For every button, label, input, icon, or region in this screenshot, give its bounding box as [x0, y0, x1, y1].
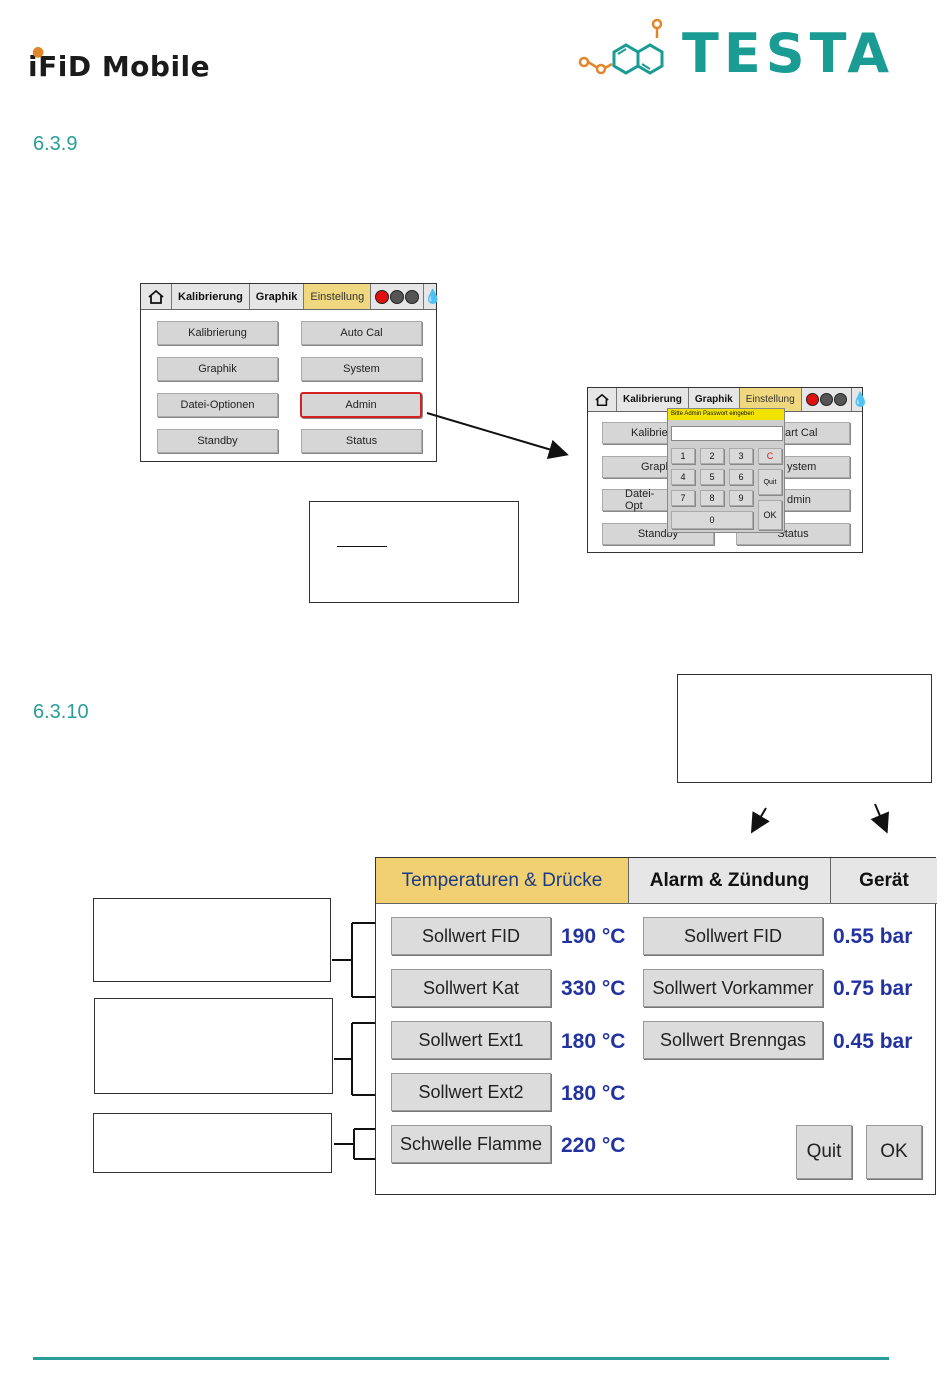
tab-kalibrierung[interactable]: Kalibrierung [172, 284, 250, 309]
section-number-6310: 6.3.10 [33, 701, 89, 723]
sollwert-fid-temp-value: 190 °C [561, 925, 626, 948]
kalibrierung-button[interactable]: Kalibrierung [157, 321, 278, 345]
tab-kalibrierung[interactable]: Kalibrierung [617, 388, 689, 411]
key-ok[interactable]: OK [758, 500, 782, 530]
sollwert-ext2-value: 180 °C [561, 1082, 626, 1105]
sollwert-kat-button[interactable]: Sollwert Kat [391, 969, 551, 1007]
brackets [332, 922, 376, 1160]
sollwert-fid-pressure-value: 0.55 bar [833, 925, 913, 948]
tab-temperaturen[interactable]: Temperaturen & Drücke [376, 858, 629, 904]
auto-cal-button[interactable]: Auto Cal [301, 321, 422, 345]
sollwert-kat-value: 330 °C [561, 977, 626, 1000]
tab-graphik[interactable]: Graphik [250, 284, 305, 309]
password-input[interactable] [671, 426, 783, 441]
graphik-button[interactable]: Graphik [157, 357, 278, 381]
sollwert-vorkammer-button[interactable]: Sollwert Vorkammer [643, 969, 823, 1007]
kalibrierung-button[interactable]: Kalibrie [602, 422, 670, 444]
datei-optionen-button[interactable]: Datei-Optionen [157, 393, 278, 417]
sollwert-brenngas-button[interactable]: Sollwert Brenngas [643, 1021, 823, 1059]
ifid-mobile-logo: ● iFiD Mobile [28, 44, 211, 83]
datei-optionen-button[interactable]: Datei-Opt [602, 488, 670, 512]
sollwert-fid-temp-button[interactable]: Sollwert FID [391, 917, 551, 955]
temperatures-screen: Temperaturen & Drücke Alarm & Zündung Ge… [375, 857, 937, 1195]
note-box-tabs [677, 674, 932, 783]
key-2[interactable]: 2 [700, 448, 724, 464]
led-grey-icon [819, 393, 833, 406]
note-box-fid-kat [93, 898, 331, 982]
key-0[interactable]: 0 [671, 511, 753, 529]
testa-logo: TESTA [578, 18, 923, 85]
status-leds [802, 388, 852, 411]
key-8[interactable]: 8 [700, 490, 724, 506]
key-clear[interactable]: C [758, 448, 782, 464]
home-icon [595, 393, 609, 406]
key-quit[interactable]: Quit [758, 469, 782, 495]
graphik-button[interactable]: Graph [602, 456, 672, 478]
system-button[interactable]: System [301, 357, 422, 381]
key-7[interactable]: 7 [671, 490, 695, 506]
tab-einstellung[interactable]: Einstellung [739, 388, 802, 411]
led-grey-icon [833, 393, 847, 406]
footer-divider [33, 1357, 889, 1360]
key-9[interactable]: 9 [729, 490, 753, 506]
led-grey-icon [390, 289, 405, 304]
home-icon [148, 289, 164, 304]
status-leds [371, 284, 425, 309]
flame-icon: ● [32, 44, 45, 60]
status-button[interactable]: Status [301, 429, 422, 453]
flame-icon: 💧 [851, 391, 870, 408]
home-tab[interactable] [141, 284, 172, 309]
key-5[interactable]: 5 [700, 469, 724, 485]
key-3[interactable]: 3 [729, 448, 753, 464]
schwelle-flamme-value: 220 °C [561, 1134, 626, 1157]
sollwert-ext1-button[interactable]: Sollwert Ext1 [391, 1021, 551, 1059]
led-grey-icon [405, 289, 420, 304]
home-tab[interactable] [588, 388, 617, 411]
tab-bar: Kalibrierung Graphik Einstellung 💧 [588, 388, 869, 412]
sollwert-fid-pressure-button[interactable]: Sollwert FID [643, 917, 823, 955]
arrow-to-password [426, 412, 569, 460]
password-screen: Kalibrierung Graphik Einstellung 💧 Kalib… [587, 387, 869, 553]
tab-bar: Kalibrierung Graphik Einstellung 💧 [141, 284, 442, 310]
auto-cal-button[interactable]: art Cal [784, 422, 850, 444]
led-red-icon [805, 393, 819, 406]
sollwert-vorkammer-value: 0.75 bar [833, 977, 913, 1000]
ok-button[interactable]: OK [866, 1125, 922, 1179]
system-button[interactable]: ystem [784, 456, 850, 478]
sollwert-brenngas-value: 0.45 bar [833, 1030, 913, 1053]
admin-button[interactable]: Admin [300, 392, 422, 418]
keypad-prompt: Bitte Admin Passwort eingeben [668, 409, 784, 420]
tab-einstellung[interactable]: Einstellung [304, 284, 372, 309]
note-box-admin [309, 501, 519, 603]
password-keypad: Bitte Admin Passwort eingeben 1 2 3 C 4 … [667, 408, 785, 533]
settings-screen: Kalibrierung Graphik Einstellung 💧 Kalib… [140, 283, 442, 462]
sollwert-ext1-value: 180 °C [561, 1030, 626, 1053]
section-number-639: 6.3.9 [33, 133, 78, 155]
tab-alarm[interactable]: Alarm & Zündung [629, 858, 831, 904]
note-box-flamme [93, 1113, 332, 1173]
quit-button[interactable]: Quit [796, 1125, 852, 1179]
key-6[interactable]: 6 [729, 469, 753, 485]
sollwert-ext2-button[interactable]: Sollwert Ext2 [391, 1073, 551, 1111]
led-red-icon [375, 289, 390, 304]
schwelle-flamme-button[interactable]: Schwelle Flamme [391, 1125, 551, 1163]
standby-button[interactable]: Standby [157, 429, 278, 453]
underline [337, 546, 387, 547]
key-4[interactable]: 4 [671, 469, 695, 485]
flame-icon: 💧 [424, 288, 442, 305]
arrows-to-tabs [750, 803, 889, 834]
admin-button[interactable]: dmin [784, 489, 850, 511]
note-box-ext [94, 998, 333, 1094]
molecule-icon [578, 18, 664, 75]
key-1[interactable]: 1 [671, 448, 695, 464]
tab-geraet[interactable]: Gerät [831, 858, 937, 904]
tab-graphik[interactable]: Graphik [689, 388, 740, 411]
